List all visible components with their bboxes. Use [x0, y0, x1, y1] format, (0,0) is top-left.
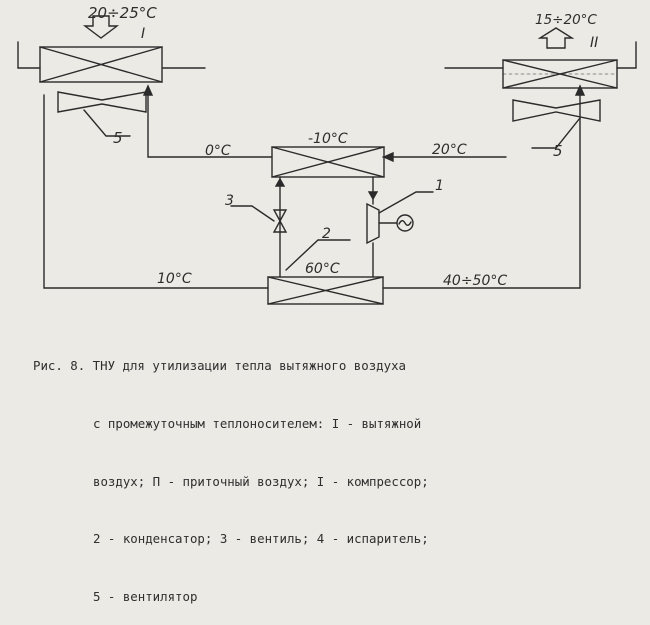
condenser-temp-label: 60°C [305, 261, 340, 277]
caption-line-4: 2 - конденсатор; 3 - вентиль; 4 - испари… [93, 531, 429, 547]
condenser-leader [285, 239, 351, 271]
valve-leader [230, 205, 275, 222]
left-fan-icon [57, 91, 147, 113]
fan-right-leader [531, 117, 581, 149]
flow-arrow-into-evaporator [382, 151, 394, 163]
supply-temp-label: 20÷25°C [88, 4, 157, 22]
condenser [267, 276, 384, 305]
left-duct [17, 41, 206, 69]
flow-arrow-to-evaporator [274, 177, 286, 187]
caption-line-2: с промежуточным теплоносителем: I - вытя… [93, 416, 422, 432]
right-heat-exchanger [502, 59, 618, 89]
caption-line-1: Рис. 8. ТНУ для утилизации тепла вытяжно… [33, 358, 406, 374]
flow-arrow-to-compressor [367, 191, 379, 201]
heat-pump-diagram: 20÷25°C I 15÷20°C II 5 5 0°C -10°C 20°C … [17, 4, 637, 305]
roman-one-label: I [141, 26, 145, 42]
fan-left-leader [83, 109, 131, 137]
valve-number: 3 [225, 193, 234, 209]
low-temp-label: 10°C [157, 271, 192, 287]
compressor-icon [366, 202, 414, 245]
right-fan-icon [512, 99, 601, 122]
compressor-number: 1 [435, 178, 444, 194]
exhaust-temp-label: 15÷20°C [535, 12, 597, 28]
flow-arrow-up-right [574, 84, 586, 96]
supply-air-arrow-icon [82, 15, 120, 39]
caption-line-3: воздух; П - приточный воздух; I - компре… [93, 473, 429, 489]
left-heat-exchanger [39, 46, 163, 83]
figure: 20÷25°C I 15÷20°C II 5 5 0°C -10°C 20°C … [17, 4, 637, 604]
figure-caption: Рис. 8. ТНУ для утилизации тепла вытяжно… [33, 318, 633, 625]
expansion-valve-icon [272, 209, 288, 233]
roman-two-label: II [590, 35, 598, 51]
condenser-number: 2 [322, 226, 331, 242]
fan-right-number: 5 [553, 142, 563, 160]
evaporator [271, 146, 385, 178]
evaporator-temp-label: -10°C [308, 131, 348, 147]
exhaust-air-arrow-icon [537, 27, 575, 49]
pre-mid-temp-label: 0°C [205, 143, 231, 159]
return-temp-label: 20°C [432, 142, 467, 158]
right-duct [444, 41, 637, 69]
caption-line-5: 5 - вентилятор [93, 588, 198, 604]
flow-arrow-up-left [142, 84, 154, 96]
intermediate-loop-pipes [43, 94, 581, 289]
fan-left-number: 5 [113, 129, 123, 147]
compressor-leader [378, 191, 434, 214]
high-temp-label: 40÷50°C [443, 273, 507, 289]
